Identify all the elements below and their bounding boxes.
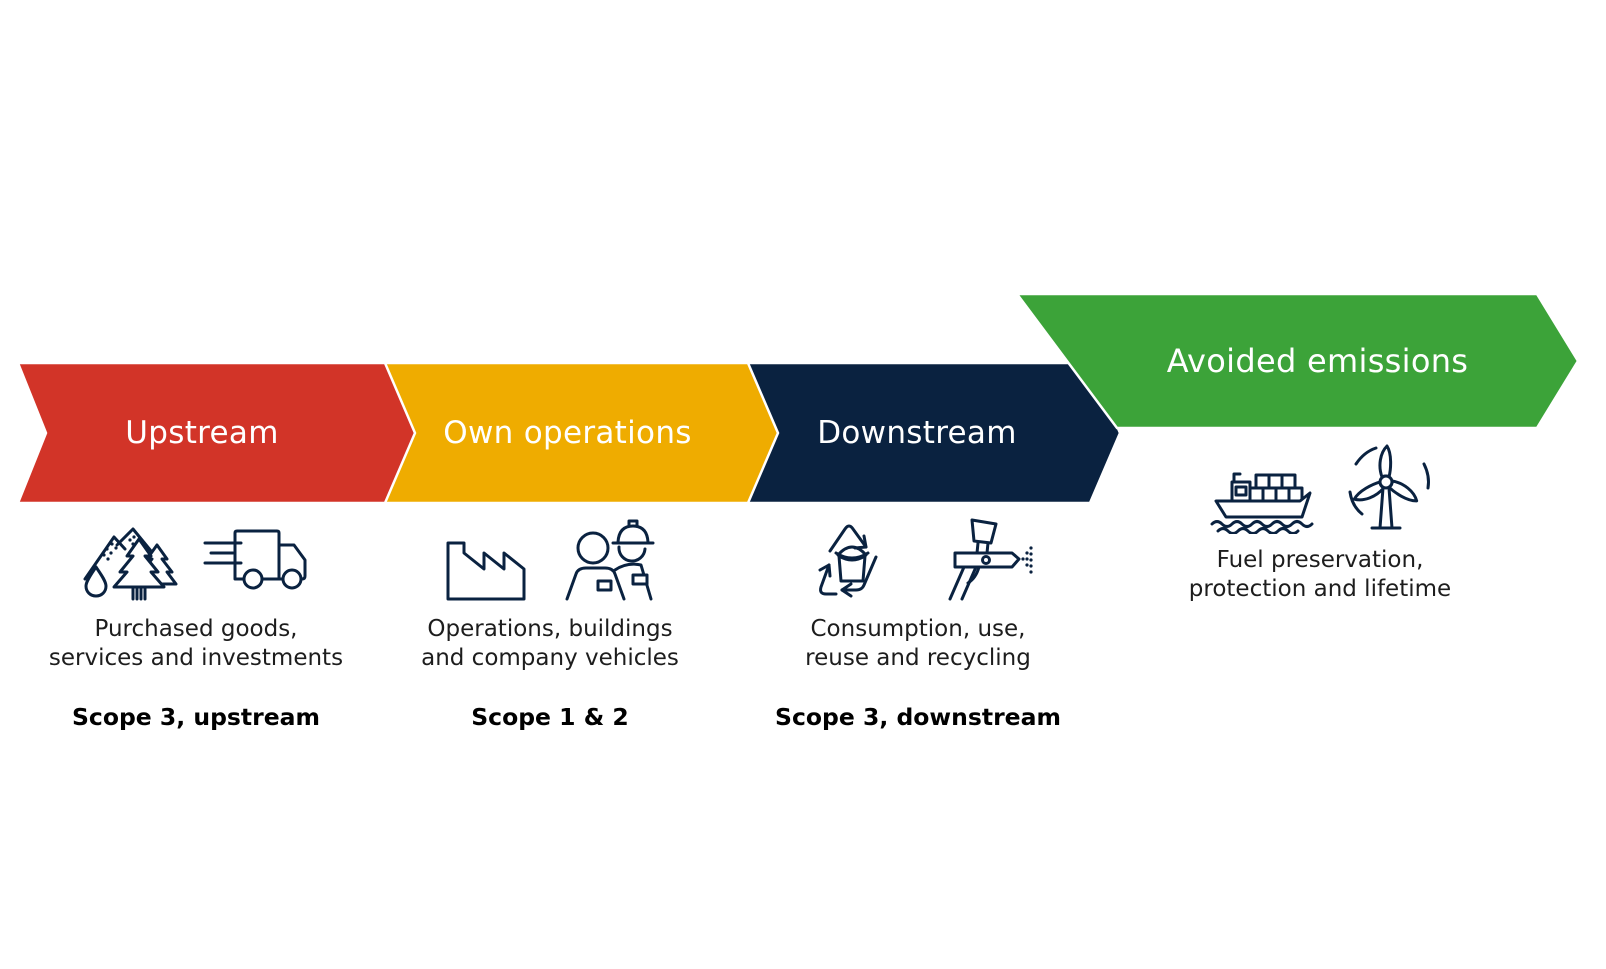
downstream-description: Consumption, use, reuse and recycling (740, 615, 1096, 673)
downstream-description-line1: Consumption, use, (810, 616, 1026, 642)
downstream-description-line2: reuse and recycling (805, 645, 1031, 671)
avoided-emissions-description-line1: Fuel preservation, (1216, 547, 1424, 573)
upstream-icons (18, 511, 374, 603)
own-operations-description-line1: Operations, buildings (427, 616, 673, 642)
downstream-column: Consumption, use, reuse and recycling Sc… (740, 511, 1096, 731)
cargo-ship-icon (1210, 472, 1313, 534)
upstream-scope-label: Scope 3, upstream (71, 703, 321, 731)
wind-turbine-icon (1348, 444, 1430, 530)
own-operations-description-line2: and company vehicles (421, 645, 679, 671)
avoided-emissions-icons (1142, 442, 1498, 534)
own-operations-column: Operations, buildings and company vehicl… (372, 511, 728, 731)
avoided-emissions-description: Fuel preservation, protection and lifeti… (1142, 546, 1498, 604)
upstream-banner-label: Upstream (125, 415, 279, 451)
spray-gun-icon (948, 518, 1033, 601)
upstream-description-line1: Purchased goods, (94, 616, 298, 642)
delivery-truck-icon (203, 529, 307, 590)
forest-water-icon (83, 527, 178, 601)
downstream-scope-label: Scope 3, downstream (775, 703, 1061, 731)
factory-icon (446, 541, 526, 601)
downstream-banner-label: Downstream (817, 415, 1017, 451)
upstream-description: Purchased goods, services and investment… (18, 615, 374, 673)
upstream-column: Purchased goods, services and investment… (18, 511, 374, 731)
avoided-emissions-description-line2: protection and lifetime (1188, 576, 1452, 602)
upstream-arrow (16, 361, 417, 505)
upstream-description-line2: services and investments (48, 645, 344, 671)
recycling-icon (818, 524, 878, 598)
avoided-emissions-banner-label: Avoided emissions (1166, 342, 1469, 380)
downstream-icons (740, 511, 1096, 603)
avoided-emissions-column: Fuel preservation, protection and lifeti… (1142, 442, 1498, 604)
avoided-emissions-arrow (1014, 292, 1580, 430)
own-operations-banner-label: Own operations (443, 415, 692, 451)
own-operations-description: Operations, buildings and company vehicl… (372, 615, 728, 673)
own-operations-scope-label: Scope 1 & 2 (471, 703, 629, 731)
own-operations-icons (372, 511, 728, 603)
workers-icon (565, 519, 655, 601)
